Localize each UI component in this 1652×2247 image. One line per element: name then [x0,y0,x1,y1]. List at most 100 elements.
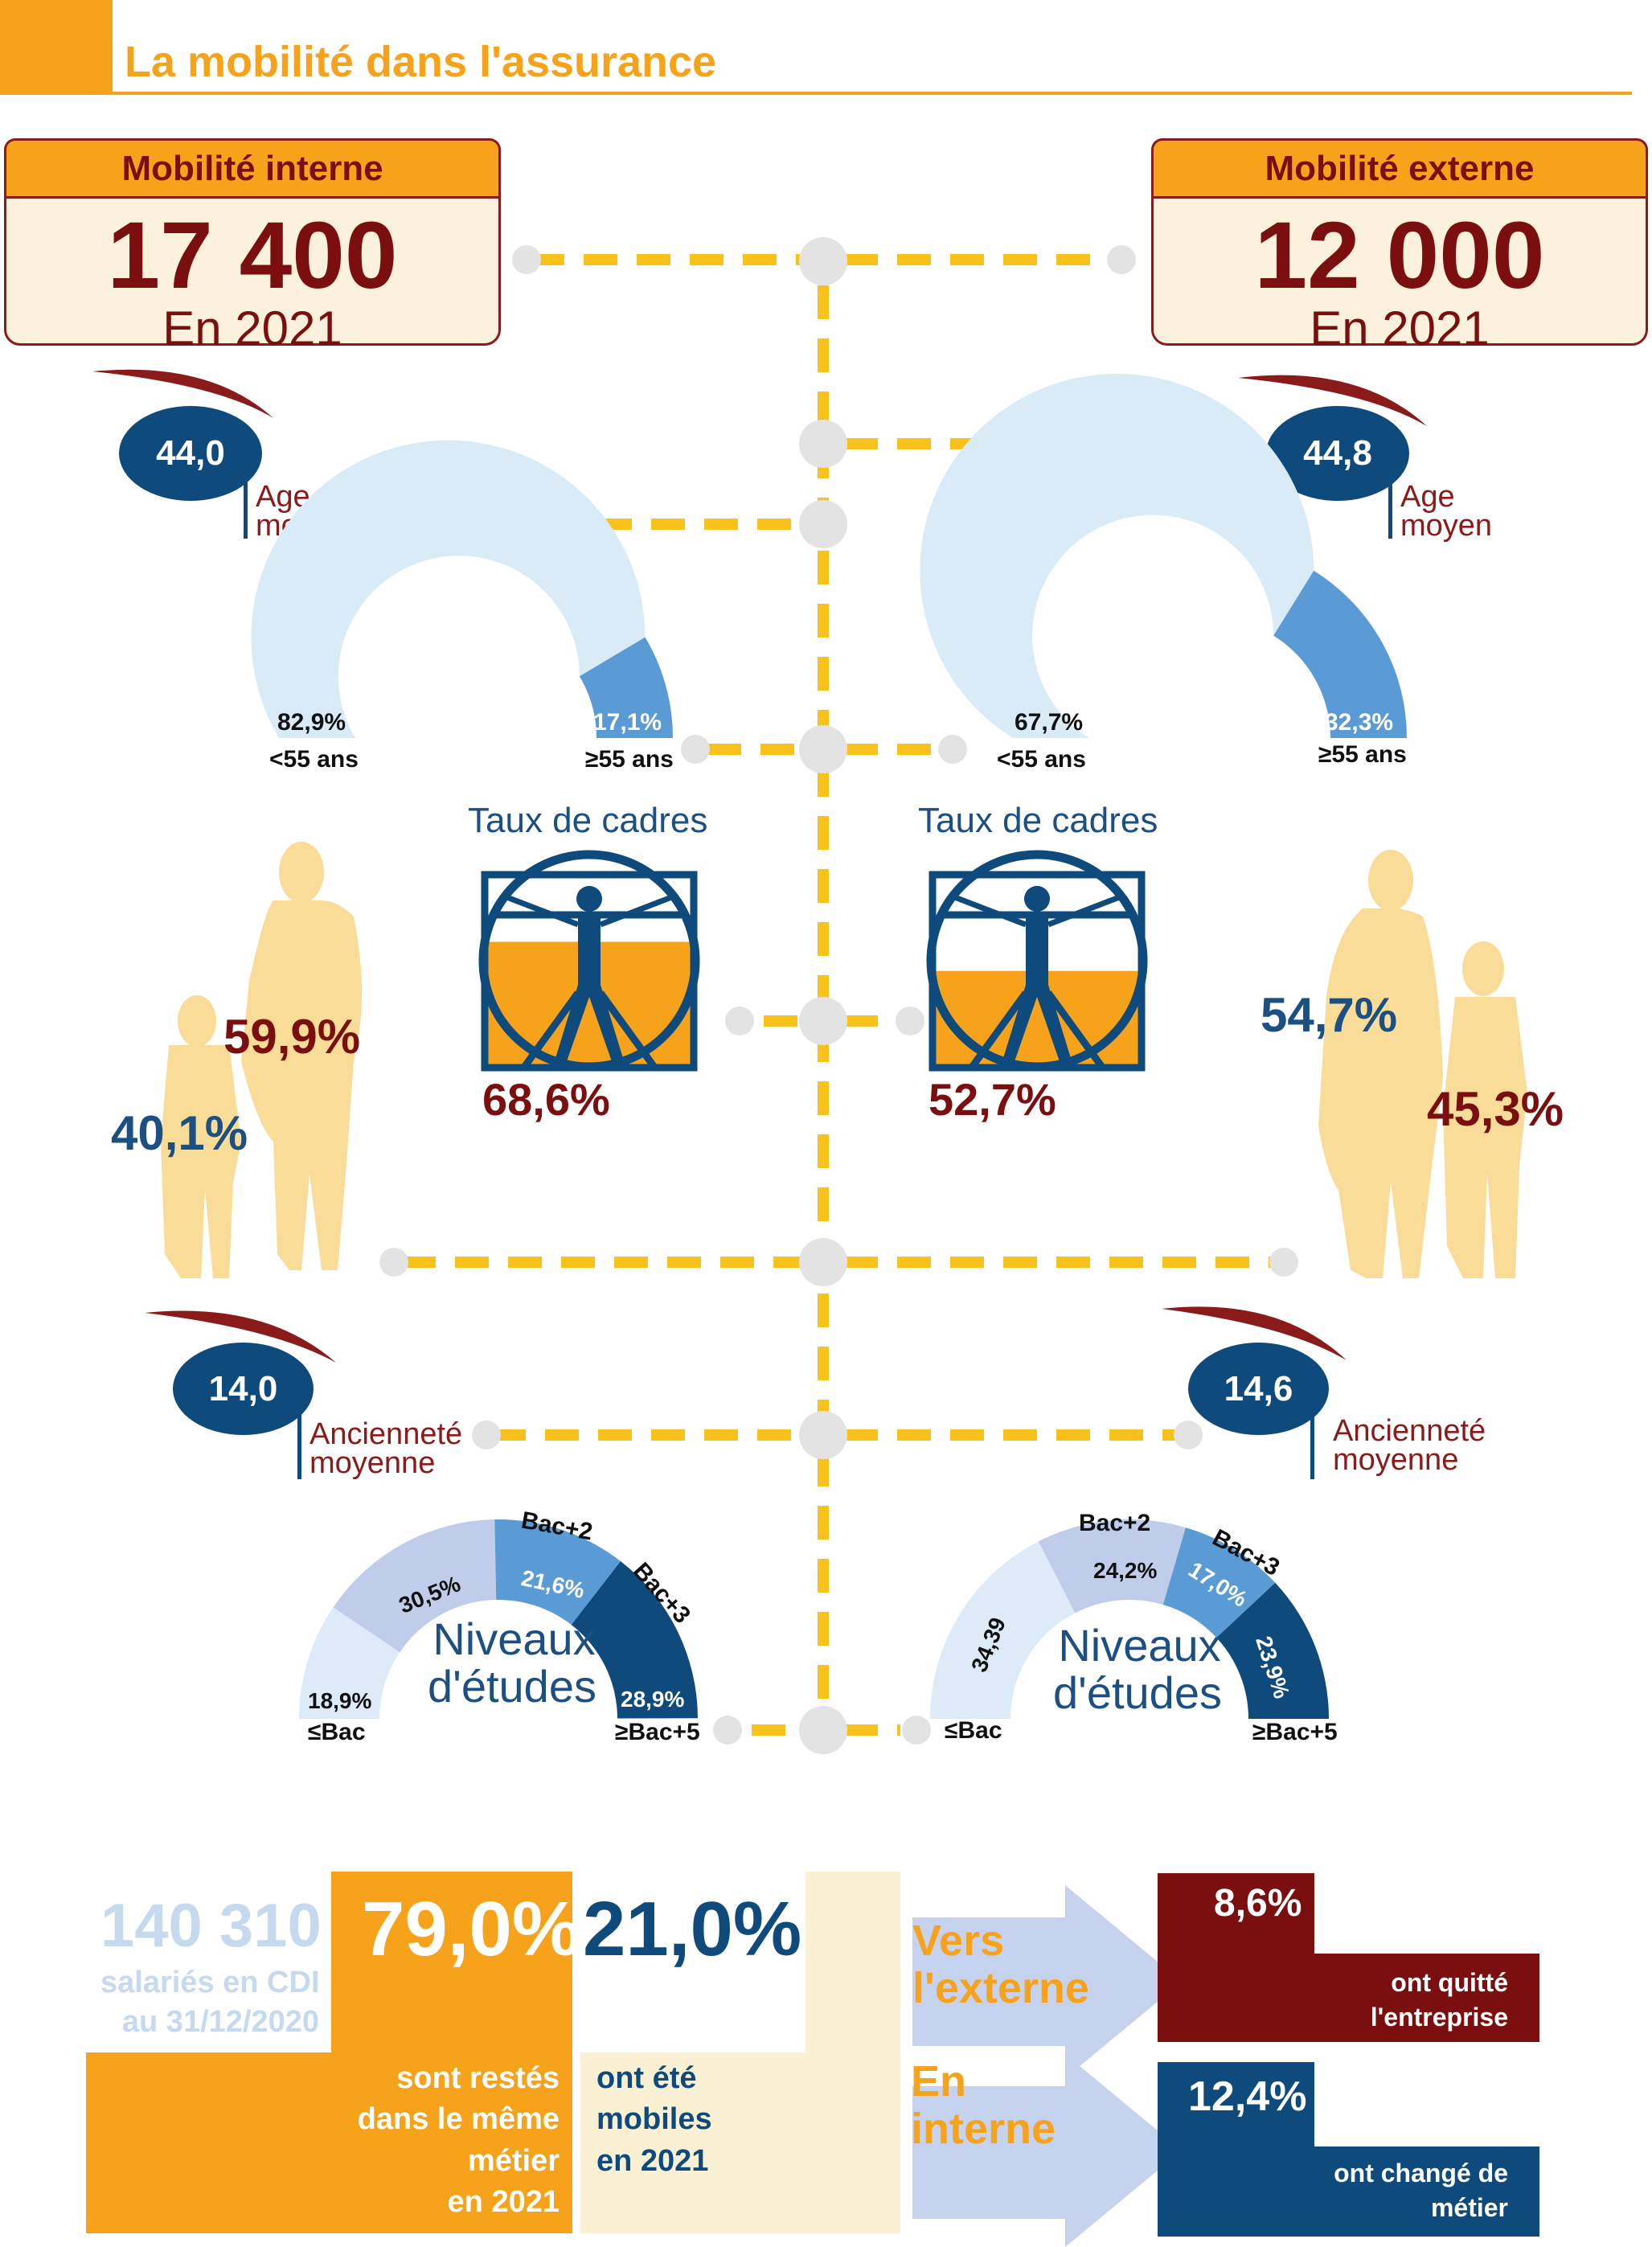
seniority-label-internal: Ancienneté moyenne [309,1417,463,1481]
arrow-to-external [912,1885,1182,2078]
to-external-label-1: Vers [912,1917,1005,1965]
title-accent-block [0,0,113,95]
edu-bac2-label-external: Bac+2 [1079,1510,1151,1536]
stayed-label-4: en 2021 [447,2184,560,2219]
women-pct-internal: 59,9% [223,1010,361,1064]
left-company-label: ont quitté l'entreprise [1286,1966,1508,2035]
edu-segment-internal-0 [299,1607,400,1719]
age-over55-label-internal: ≥55 ans [585,746,674,773]
age-under55-label-external: <55 ans [997,746,1086,773]
cadres-label-internal: Taux de cadres [468,801,708,840]
edu-segment-internal-2 [494,1519,621,1626]
people-silhouettes-left [161,842,362,1278]
seniority-label-external: Ancienneté moyenne [1333,1414,1486,1478]
mobile-block-lower [580,2052,900,2233]
stayed-pct: 79,0% [362,1886,581,1972]
year-internal: En 2021 [162,301,342,355]
age-gauge-over55-external [1273,570,1407,738]
edu-bac5-internal: 28,9% [621,1687,685,1712]
header-external: Mobilité externe [1151,138,1648,196]
left-company-label-1: ont quitté [1391,1968,1508,1997]
seniority-label-external-1: Ancienneté [1333,1414,1486,1448]
seniority-value-external: 14,6 [1224,1368,1293,1408]
men-pct-external: 45,3% [1427,1082,1564,1136]
age-under55-internal: 82,9% [277,709,346,736]
edu-title-external-1: Niveaux [1058,1620,1221,1671]
edu-bac5-label-internal: ≥Bac+5 [615,1719,700,1745]
total-label: salariés en CDI au 31/12/2020 [100,1963,319,2043]
changed-job-pct: 12,4% [1188,2073,1307,2120]
age-value-external: 44,8 [1303,433,1372,473]
changed-job-block-upper [1158,2062,1314,2149]
edu-segment-external-3 [1216,1582,1329,1719]
edu-segment-external-2 [1162,1527,1276,1638]
total-label-2: au 31/12/2020 [121,2005,319,2040]
count-internal: 17 400 [107,203,398,309]
edu-title-internal: Niveaux d'études [428,1615,596,1712]
edu-segment-external-1 [1038,1519,1186,1613]
stayed-label-2: dans le même [357,2102,560,2137]
seniority-value-internal: 14,0 [208,1368,278,1408]
seniority-label-external-2: moyenne [1333,1443,1459,1478]
edu-title-external-2: d'études [1053,1667,1222,1718]
age-under55-external: 67,7% [1015,709,1084,736]
age-over55-internal: 17,1% [593,709,662,736]
changed-job-label-1: ont changé de [1334,2159,1508,2188]
header-external-text: Mobilité externe [1265,148,1535,188]
age-label-external: Age moyen [1400,480,1493,543]
men-pct-internal: 40,1% [111,1106,248,1160]
changed-job-label: ont changé de métier [1286,2156,1508,2225]
age-label-external-1: Age [1400,480,1455,514]
age-bar-internal [244,478,248,539]
edu-bac-internal: 18,9% [308,1688,372,1713]
seniority-bar-external [1310,1415,1314,1479]
age-label-external-2: moyen [1400,509,1493,543]
count-box-internal: 17 400 En 2021 [4,196,501,354]
title-underline [113,92,1632,95]
age-gauge-over55-internal [579,637,673,738]
cadres-value-external: 52,7% [928,1074,1056,1125]
age-under55-label-internal: <55 ans [269,746,359,773]
internal-label-1: En [911,2057,967,2106]
people-silhouettes-right [1318,850,1527,1278]
internal-label: En interne [911,2057,1056,2154]
age-value-internal: 44,0 [156,433,225,473]
header-internal: Mobilité interne [4,138,501,196]
mobile-label-1: ont été [596,2061,697,2095]
mobile-label-3: en 2021 [596,2143,709,2178]
page-title: La mobilité dans l'assurance [125,38,717,86]
women-pct-external: 54,7% [1261,988,1398,1042]
vitruvian-icon-external [926,850,1148,1072]
count-box-external: 12 000 En 2021 [1151,196,1648,354]
seniority-oval-external: 14,6 [1188,1343,1329,1435]
age-over55-external: 32,3% [1325,709,1394,736]
seniority-label-internal-1: Ancienneté [309,1417,463,1451]
changed-job-block-lower [1158,2147,1539,2237]
seniority-label-internal-2: moyenne [309,1446,436,1481]
mobile-pct: 21,0% [583,1886,802,1972]
edu-bac5-label-external: ≥Bac+5 [1252,1719,1338,1745]
left-company-block-upper [1158,1873,1314,1954]
edu-title-internal-2: d'études [428,1660,596,1712]
header-internal-text: Mobilité interne [121,148,383,188]
edu-segment-internal-1 [333,1519,497,1653]
age-oval-internal: 44,0 [119,406,262,501]
age-bar-external [1388,478,1392,539]
stayed-label-1: sont restés [396,2061,560,2095]
age-gauge-under55-external [920,373,1314,738]
to-external-label: Vers l'externe [912,1917,1089,2013]
edu-bac2-external: 24,2% [1093,1558,1158,1583]
left-company-block-lower [1158,1954,1539,2042]
mobile-block-upper [806,1872,900,2056]
stayed-block-lower [86,2052,572,2233]
arrow-internal [912,2054,1182,2247]
cadres-value-internal: 68,6% [482,1074,610,1125]
changed-job-label-2: métier [1430,2193,1508,2223]
age-over55-label-external: ≥55 ans [1318,741,1407,768]
age-gauge-under55-internal [251,440,646,738]
stayed-label-3: métier [467,2143,560,2178]
seniority-oval-internal: 14,0 [173,1343,314,1435]
